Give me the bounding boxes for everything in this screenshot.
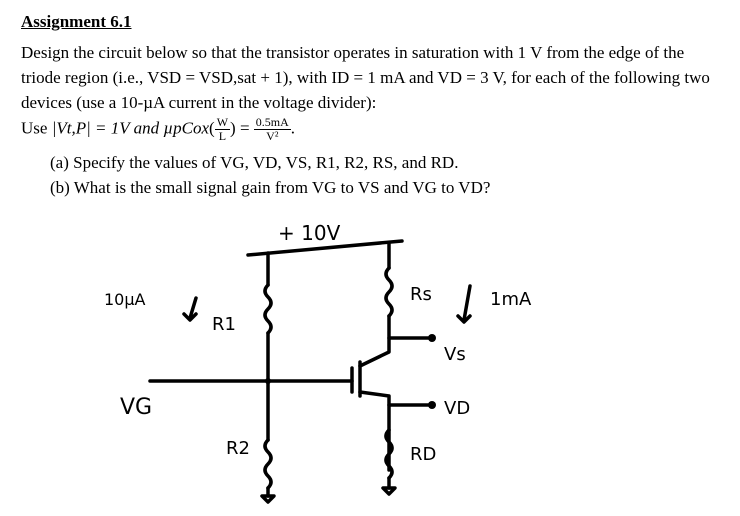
vs-node-dot <box>428 334 436 342</box>
ground-right <box>381 486 397 496</box>
vg-label: VG <box>120 395 152 420</box>
supply-label: + 10V <box>278 221 341 245</box>
supply-rail <box>246 239 404 257</box>
process-den: V² <box>266 129 279 143</box>
assignment-title: Assignment 6.1 <box>21 12 132 31</box>
rs-resistor <box>384 266 394 318</box>
equals-sign: = <box>239 118 250 138</box>
period: . <box>290 118 296 138</box>
divider-arrowhead <box>182 312 198 322</box>
process-num: 0.5mA <box>253 115 291 130</box>
vd-node-dot <box>428 401 436 409</box>
divider-current-arrow <box>188 296 198 320</box>
drain-current-label: 1mA <box>490 289 532 310</box>
r1-resistor <box>263 283 273 335</box>
drain-current-arrow <box>462 284 472 322</box>
source-wire <box>358 314 391 368</box>
statement-line-3: devices (use a 10-µA current in the volt… <box>21 93 377 112</box>
vs-label: Vs <box>444 344 466 365</box>
r1-label: R1 <box>212 314 236 335</box>
r2-resistor <box>263 438 273 490</box>
drain-wire <box>358 390 391 472</box>
mobility-cox: µpCox <box>163 118 210 138</box>
statement-line-2: triode region (i.e., VSD = VSD,sat + 1),… <box>21 68 710 87</box>
use-prefix: Use <box>21 118 48 138</box>
wl-den: L <box>218 129 227 143</box>
rd-resistor <box>384 428 394 480</box>
drain-arrowhead <box>456 314 472 324</box>
question-b: (b) What is the small signal gain from V… <box>50 178 491 197</box>
gate-junction-dot <box>265 378 271 384</box>
threshold-voltage: |Vt,P| = 1V and <box>51 118 160 138</box>
r2-label: R2 <box>226 438 250 459</box>
vd-label: VD <box>444 398 470 419</box>
statement-line-1: Design the circuit below so that the tra… <box>21 43 685 62</box>
problem-statement: Design the circuit below so that the tra… <box>21 40 721 115</box>
ground-left <box>260 494 276 504</box>
rd-label: RD <box>410 444 436 465</box>
question-a: (a) Specify the values of VG, VD, VS, R1… <box>50 153 459 172</box>
wl-num: W <box>214 115 231 130</box>
divider-current-label: 10µA <box>104 290 146 309</box>
rs-label: Rs <box>410 284 432 305</box>
